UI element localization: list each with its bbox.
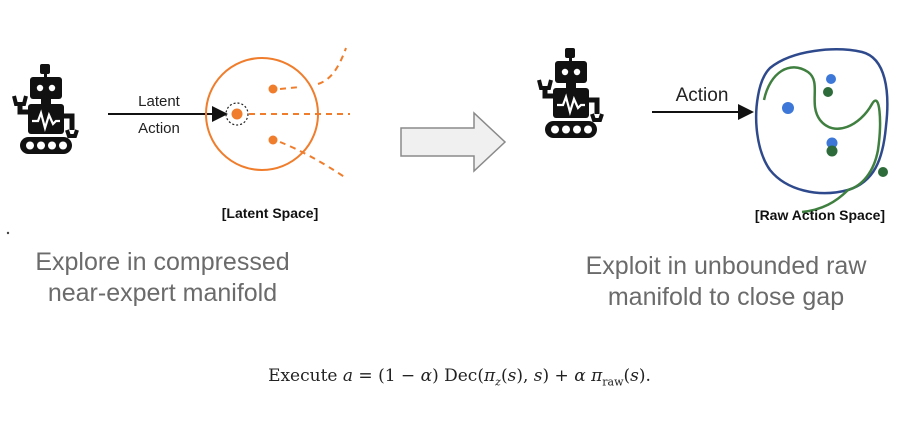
stray-dot [6, 231, 10, 235]
formula-s1-open: ( [500, 366, 508, 386]
latent-action-label-line2: Action [138, 120, 180, 137]
exploit-caption-line1: Exploit in unbounded raw [585, 252, 867, 280]
formula-sub-z: z [495, 375, 501, 389]
formula-alpha-2: α [574, 366, 586, 386]
exploit-caption-line2: manifold to close gap [607, 283, 845, 311]
raw-action-space-label: [Raw Action Space] [755, 207, 885, 223]
dash-top-outer [317, 47, 347, 85]
formula-var-a: a [342, 366, 354, 386]
explore-caption-line2: near-expert manifold [47, 279, 278, 307]
formula-sub-raw: raw [602, 375, 624, 389]
formula-alpha-1: α [420, 366, 433, 386]
formula-s-3: s [630, 366, 639, 386]
explore-caption-line1: Explore in compressed [35, 248, 290, 276]
raw-space-green-boundary [762, 66, 882, 214]
formula-eq: = (1 − [353, 366, 421, 386]
formula-end: ). [638, 366, 651, 386]
latent-sample-dot [231, 108, 243, 120]
action-label: Action [676, 85, 729, 106]
raw-point-blue-3 [826, 137, 838, 149]
transition-arrow [400, 111, 507, 173]
execute-formula: Execute a = (1 − α) Dec(πz(s), s) + α πr… [0, 366, 919, 388]
formula-s-1: s [507, 366, 517, 386]
latent-space-label: [Latent Space] [222, 205, 318, 221]
raw-point-blue-2 [782, 102, 794, 114]
exploit-caption: Exploit in unbounded raw manifold to clo… [556, 251, 896, 313]
raw-point-green-1 [823, 87, 833, 97]
raw-point-green-2 [826, 145, 838, 157]
latent-sample-ring [225, 102, 249, 126]
dash-top-inner [279, 86, 301, 90]
latent-action-label-line1: Latent [138, 93, 181, 110]
raw-point-green-3 [878, 167, 888, 177]
formula-close-dec: ) + [542, 366, 575, 386]
explore-caption: Explore in compressed near-expert manifo… [0, 247, 325, 309]
robot-icon-left [14, 64, 77, 154]
formula-s1-close: ), [516, 366, 534, 386]
raw-point-blue-1 [826, 74, 836, 84]
formula-pi-2: π [591, 366, 603, 386]
formula-s3-open: ( [623, 366, 631, 386]
latent-point-bottom [268, 135, 278, 145]
formula-pi-1: π [483, 366, 496, 386]
formula-s-2: s [533, 366, 543, 386]
formula-dec: ) Dec( [432, 366, 484, 386]
formula-word: Execute [268, 366, 338, 386]
dash-bottom [279, 141, 347, 179]
latent-point-top [268, 84, 278, 94]
robot-icon-right [539, 48, 602, 138]
